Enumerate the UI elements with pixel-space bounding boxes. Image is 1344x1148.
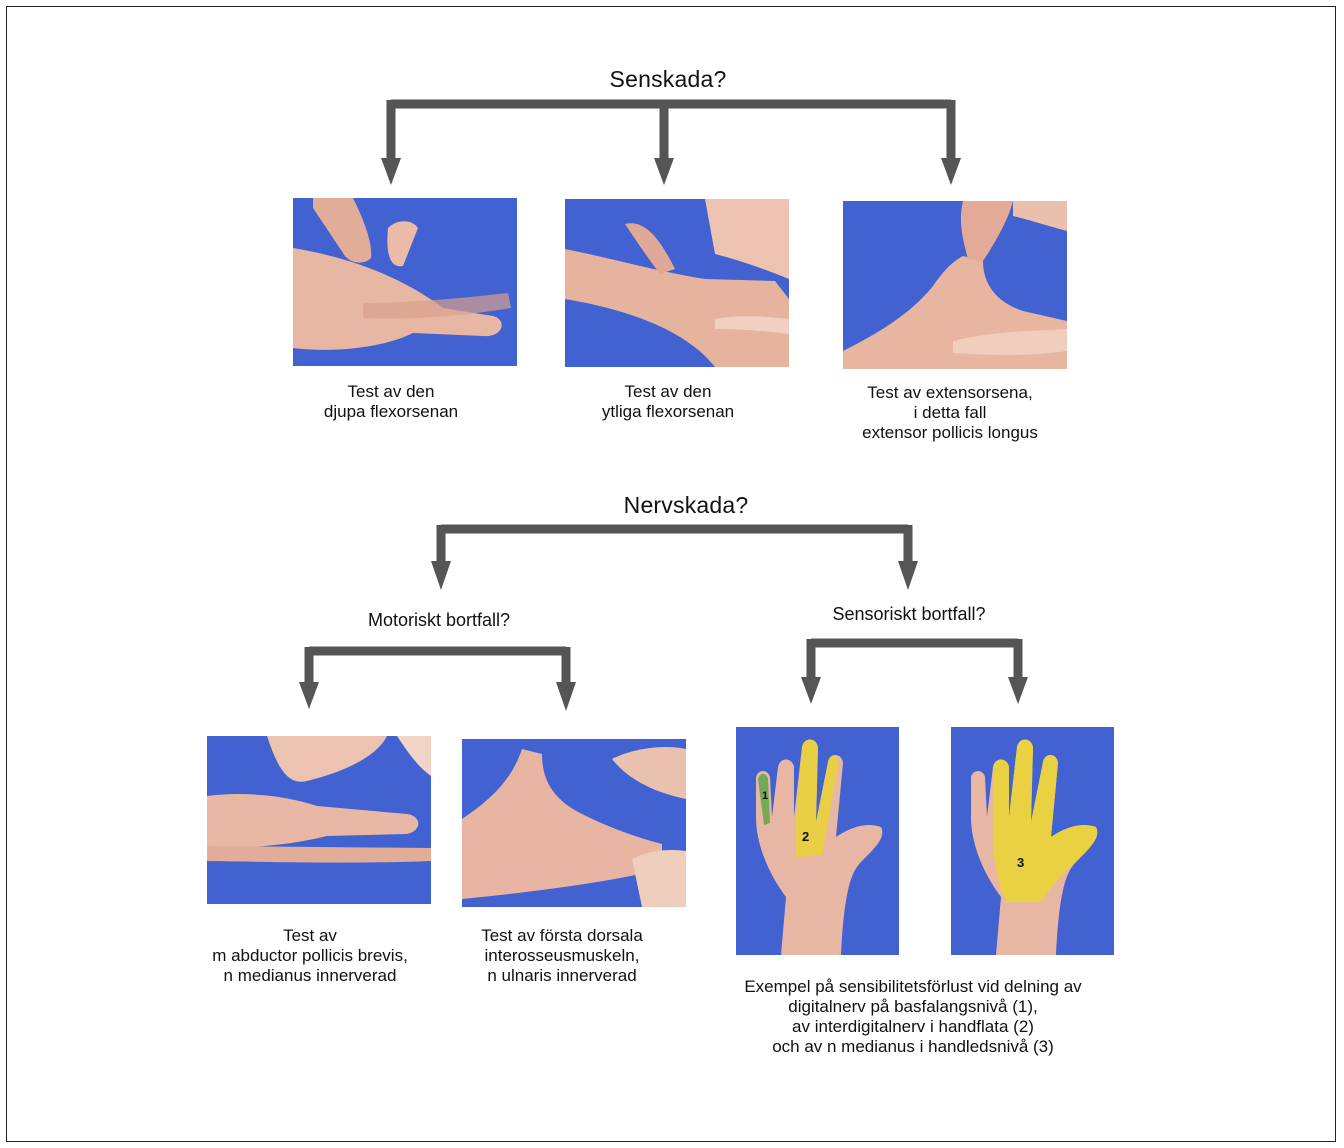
nerve-injury-heading: Nervskada? bbox=[624, 492, 749, 519]
sensory-arrowhead-left bbox=[801, 677, 821, 704]
photo-first-dorsal-interosseus-test bbox=[462, 739, 686, 907]
caption-line: ytliga flexorsenan bbox=[602, 402, 734, 422]
caption-line: m abductor pollicis brevis, bbox=[212, 946, 408, 966]
tendon-injury-heading: Senskada? bbox=[610, 66, 727, 93]
photo-abductor-pollicis-brevis-test bbox=[207, 736, 431, 904]
zone-marker-3: 3 bbox=[1017, 855, 1024, 870]
caption-line: Test av den bbox=[602, 382, 734, 402]
caption-line: interosseusmuskeln, bbox=[481, 946, 643, 966]
caption-line: Test av bbox=[212, 926, 408, 946]
tendon-arrowhead-left bbox=[381, 158, 401, 185]
photo-sensory-loss-digital-interdigital: 1 2 bbox=[736, 727, 899, 955]
caption-first-dorsal-interosseus: Test av första dorsala interosseusmuskel… bbox=[481, 926, 643, 986]
photo-sensory-loss-median-nerve: 3 bbox=[951, 727, 1114, 955]
caption-line: djupa flexorsenan bbox=[324, 402, 458, 422]
zone-marker-1: 1 bbox=[762, 790, 768, 802]
sensory-loss-heading: Sensoriskt bortfall? bbox=[832, 604, 985, 625]
motor-arrowhead-left bbox=[299, 682, 319, 709]
caption-line: Exempel på sensibilitetsförlust vid deln… bbox=[744, 977, 1081, 997]
caption-sensory-loss: Exempel på sensibilitetsförlust vid deln… bbox=[744, 977, 1081, 1057]
caption-superficial-flexor: Test av den ytliga flexorsenan bbox=[602, 382, 734, 422]
caption-line: och av n medianus i handledsnivå (3) bbox=[744, 1037, 1081, 1057]
motor-arrowhead-right bbox=[556, 682, 576, 711]
caption-line: Test av den bbox=[324, 382, 458, 402]
caption-line: Test av extensorsena, bbox=[862, 383, 1038, 403]
caption-line: extensor pollicis longus bbox=[862, 423, 1038, 443]
nerve-arrowhead-right bbox=[898, 561, 918, 590]
caption-line: i detta fall bbox=[862, 403, 1038, 423]
caption-abductor-pollicis-brevis: Test av m abductor pollicis brevis, n me… bbox=[212, 926, 408, 986]
caption-line: n medianus innerverad bbox=[212, 966, 408, 986]
motor-loss-heading: Motoriskt bortfall? bbox=[368, 610, 510, 631]
photo-deep-flexor-test bbox=[293, 198, 517, 366]
tendon-arrowhead-mid bbox=[654, 158, 674, 185]
photo-superficial-flexor-test bbox=[565, 199, 789, 367]
caption-deep-flexor: Test av den djupa flexorsenan bbox=[324, 382, 458, 422]
caption-extensor: Test av extensorsena, i detta fall exten… bbox=[862, 383, 1038, 443]
tendon-arrowhead-right bbox=[941, 158, 961, 185]
zone-marker-2: 2 bbox=[802, 829, 809, 844]
caption-line: av interdigitalnerv i handflata (2) bbox=[744, 1017, 1081, 1037]
photo-extensor-test bbox=[843, 201, 1067, 369]
caption-line: digitalnerv på basfalangsnivå (1), bbox=[744, 997, 1081, 1017]
sensory-arrowhead-right bbox=[1008, 677, 1028, 704]
caption-line: n ulnaris innerverad bbox=[481, 966, 643, 986]
nerve-arrowhead-left bbox=[431, 561, 451, 590]
caption-line: Test av första dorsala bbox=[481, 926, 643, 946]
